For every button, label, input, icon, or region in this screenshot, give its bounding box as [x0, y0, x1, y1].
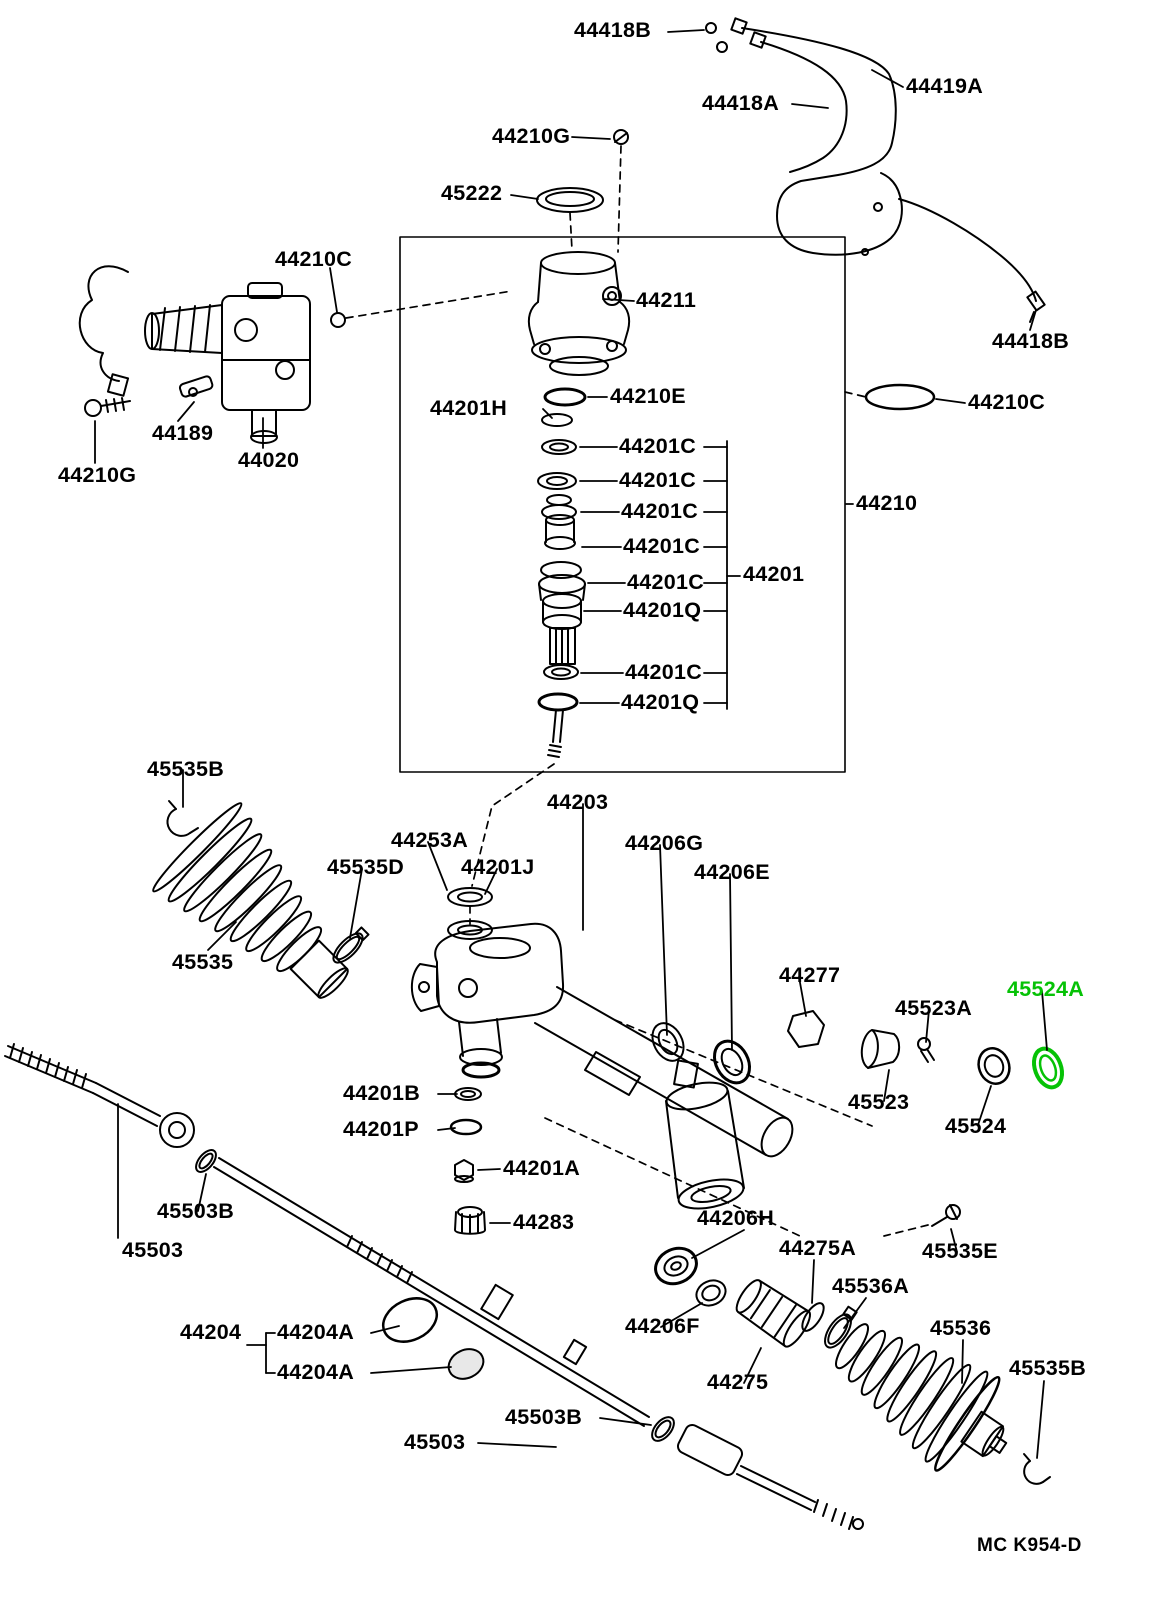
part-label-44210g-top[interactable]: 44210G	[492, 124, 571, 148]
part-label-44204a-1[interactable]: 44204A	[277, 1320, 355, 1344]
rack-bar-and-tie-rods	[4, 1043, 864, 1530]
part-label-44204a-2[interactable]: 44204A	[277, 1360, 355, 1384]
part-label-44201p[interactable]: 44201P	[343, 1117, 419, 1141]
part-label-44210[interactable]: 44210	[856, 491, 918, 515]
part-label-44210c-left[interactable]: 44210C	[275, 247, 353, 271]
part-label-45503b-left[interactable]: 45503B	[157, 1199, 235, 1223]
part-label-44201q-1[interactable]: 44201Q	[623, 598, 702, 622]
part-label-44206g[interactable]: 44206G	[625, 831, 704, 855]
part-label-45536[interactable]: 45536	[930, 1316, 992, 1340]
part-label-44253a[interactable]: 44253A	[391, 828, 469, 852]
part-label-44201c-1[interactable]: 44201C	[619, 434, 697, 458]
part-label-45535b-bottom[interactable]: 45535B	[1009, 1356, 1087, 1380]
part-label-44203[interactable]: 44203	[547, 790, 609, 814]
part-label-44206f[interactable]: 44206F	[625, 1314, 700, 1338]
part-label-44211[interactable]: 44211	[636, 288, 697, 312]
part-label-44201c-6[interactable]: 44201C	[625, 660, 703, 684]
part-label-44020[interactable]: 44020	[238, 448, 300, 472]
part-label-45523a[interactable]: 45523A	[895, 996, 973, 1020]
part-label-44418b-right[interactable]: 44418B	[992, 329, 1070, 353]
snap-ring-45524a-highlighted	[1031, 1046, 1065, 1090]
part-label-44418a[interactable]: 44418A	[702, 91, 780, 115]
part-label-44204[interactable]: 44204	[180, 1320, 242, 1344]
part-label-45535b-top[interactable]: 45535B	[147, 757, 225, 781]
assembly-dashed-lines	[345, 145, 929, 1237]
part-label-44201[interactable]: 44201	[743, 562, 805, 586]
part-label-44275[interactable]: 44275	[707, 1370, 769, 1394]
part-label-44277[interactable]: 44277	[779, 963, 841, 987]
part-label-44201q-2[interactable]: 44201Q	[621, 690, 700, 714]
part-label-45535d[interactable]: 45535D	[327, 855, 405, 879]
part-label-45535[interactable]: 45535	[172, 950, 234, 974]
part-label-45222[interactable]: 45222	[441, 181, 503, 205]
part-label-44201c-2[interactable]: 44201C	[619, 468, 697, 492]
part-label-44201a[interactable]: 44201A	[503, 1156, 581, 1180]
part-label-44201c-3[interactable]: 44201C	[621, 499, 699, 523]
part-label-44201b[interactable]: 44201B	[343, 1081, 421, 1105]
part-label-44210c-right[interactable]: 44210C	[968, 390, 1046, 414]
part-label-45523[interactable]: 45523	[848, 1090, 910, 1114]
part-label-44201c-4[interactable]: 44201C	[623, 534, 701, 558]
part-label-44210e[interactable]: 44210E	[610, 384, 686, 408]
rack-housing-44203	[410, 887, 794, 1235]
part-label-44206h[interactable]: 44206H	[697, 1206, 775, 1230]
steering-gear-44020	[78, 265, 346, 444]
pressure-tube-assembly	[705, 17, 1046, 323]
bushing-parts-45523-45524	[787, 1010, 1065, 1090]
part-label-44283[interactable]: 44283	[513, 1210, 575, 1234]
part-label-45503b-bottom[interactable]: 45503B	[505, 1405, 583, 1429]
part-label-45535e[interactable]: 45535E	[922, 1239, 998, 1263]
diagram-code: MC K954-D	[977, 1535, 1082, 1556]
part-label-44210g-left[interactable]: 44210G	[58, 463, 137, 487]
steering-boot-45535	[152, 800, 370, 999]
part-label-45536a[interactable]: 45536A	[832, 1274, 910, 1298]
part-label-44201j[interactable]: 44201J	[461, 855, 535, 879]
control-valve-box-44210	[399, 129, 846, 773]
part-label-45524[interactable]: 45524	[945, 1114, 1007, 1138]
part-label-45503-bottom[interactable]: 45503	[404, 1430, 466, 1454]
leader-lines	[94, 29, 1048, 1459]
part-label-45503-left[interactable]: 45503	[122, 1238, 184, 1262]
part-label-44206e[interactable]: 44206E	[694, 860, 770, 884]
part-label-44275a[interactable]: 44275A	[779, 1236, 857, 1260]
part-label-45524a-highlighted[interactable]: 45524A	[1007, 977, 1085, 1001]
part-label-44201c-5[interactable]: 44201C	[627, 570, 705, 594]
steering-boot-45536	[654, 1204, 1051, 1485]
valve-stack-44201	[537, 383, 936, 758]
part-label-44418b-top[interactable]: 44418B	[574, 18, 652, 42]
part-label-44189[interactable]: 44189	[152, 421, 214, 445]
part-label-44201h[interactable]: 44201H	[430, 396, 508, 420]
part-label-44419a[interactable]: 44419A	[906, 74, 984, 98]
